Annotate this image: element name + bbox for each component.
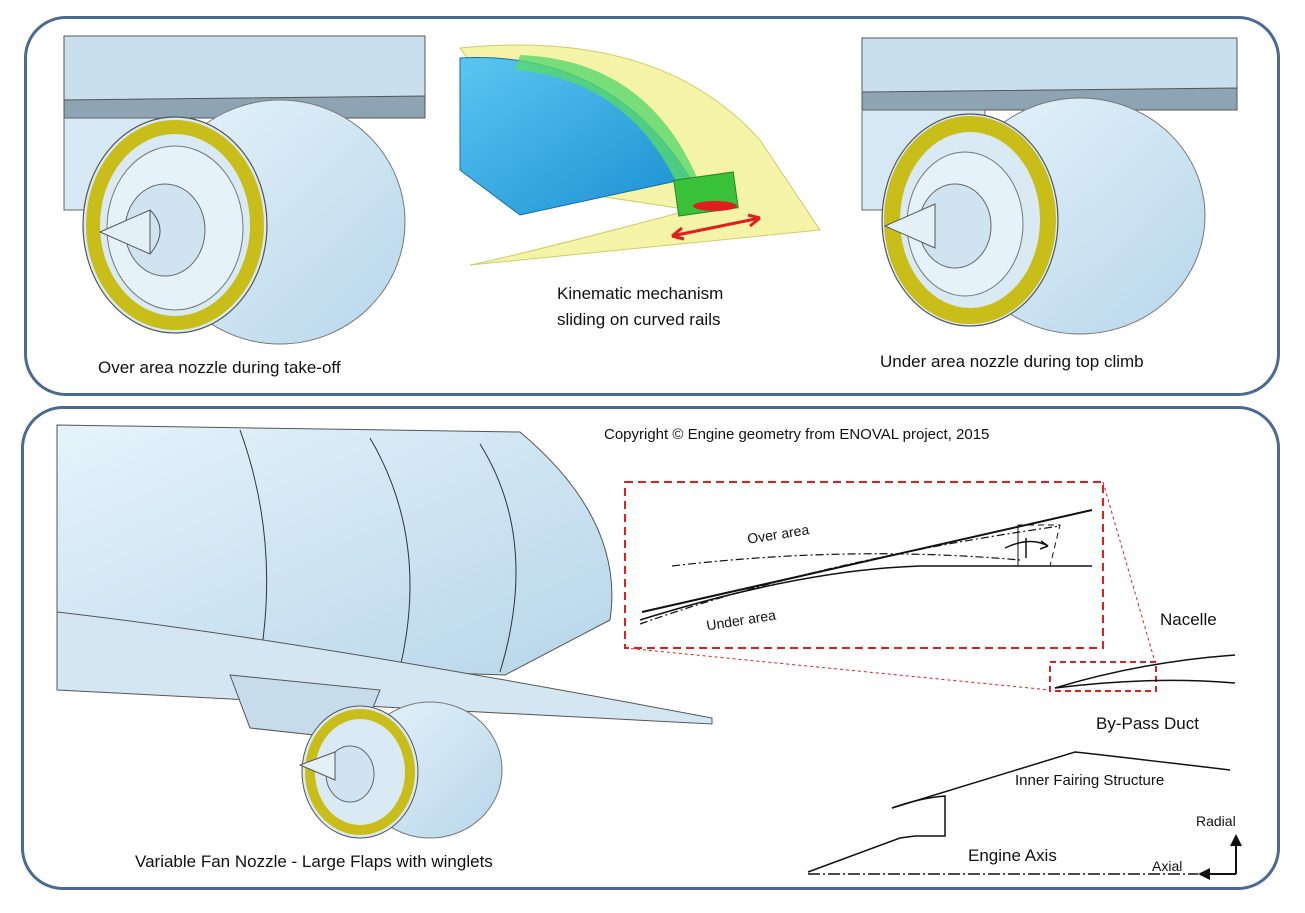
engine-top-climb-render: [861, 37, 1238, 335]
connector-line: [624, 647, 1051, 691]
label-inner-fairing-structure: Inner Fairing Structure: [1015, 772, 1165, 789]
aircraft-engine-wing-render: [56, 424, 713, 839]
caption-under-area-top-climb: Under area nozzle during top climb: [880, 352, 1144, 371]
caption-variable-fan-nozzle: Variable Fan Nozzle - Large Flaps with w…: [135, 852, 493, 871]
label-radial: Radial: [1196, 813, 1236, 829]
kinematic-mechanism-render: [459, 44, 821, 266]
copyright-text: Copyright © Engine geometry from ENOVAL …: [604, 426, 990, 443]
zoom-source-box: [1049, 661, 1157, 692]
caption-over-area-take-off: Over area nozzle during take-off: [98, 358, 341, 377]
engine-take-off-render: [63, 35, 426, 345]
label-axial: Axial: [1152, 858, 1183, 874]
engine-section-diagram: [807, 654, 1242, 880]
label-nacelle: Nacelle: [1160, 610, 1217, 629]
label-engine-axis: Engine Axis: [968, 846, 1057, 865]
nozzle-inset: [624, 481, 1104, 649]
caption-kinematic-mechanism-line1: Kinematic mechanism: [557, 284, 724, 303]
connector-line: [1102, 481, 1156, 663]
label-bypass-duct: By-Pass Duct: [1096, 714, 1199, 733]
caption-kinematic-mechanism-line2: sliding on curved rails: [557, 310, 721, 329]
